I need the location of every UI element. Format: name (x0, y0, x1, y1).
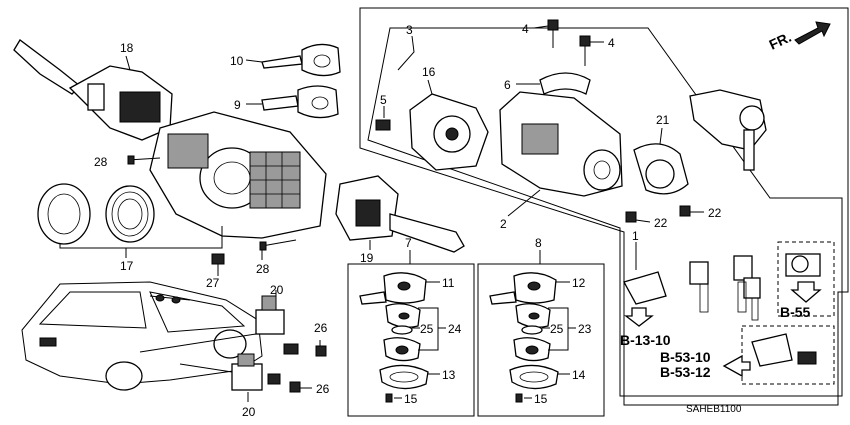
remote-key-12 (489, 272, 557, 305)
ref-arrow-b55 (790, 281, 822, 303)
part-number-26-top: 26 (314, 321, 328, 335)
part-number-4-right: 4 (608, 36, 615, 50)
combination-switch-left (13, 39, 173, 141)
part-number-16: 16 (422, 65, 436, 79)
part-number-25-a: 25 (420, 322, 434, 336)
part-number-6: 6 (504, 78, 511, 92)
part-number-22-left: 22 (654, 216, 668, 230)
part-number-2: 2 (500, 217, 507, 231)
ref-b-53-10: B-53-10 (660, 349, 711, 365)
hatch-cylinder (785, 253, 821, 277)
part-number-11: 11 (442, 276, 455, 290)
shear-bolt-4-left (547, 19, 559, 48)
vehicle-outline (21, 281, 263, 391)
ref-arrow-b53 (722, 354, 751, 378)
key-shell-top-8 (515, 303, 551, 328)
part-number-19: 19 (360, 251, 374, 265)
front-label: FR. (767, 29, 794, 53)
part-number-21: 21 (656, 113, 670, 127)
diagram-code: SAHEB1100 (686, 404, 742, 415)
part-number-3: 3 (406, 23, 413, 37)
part-number-26-bottom: 26 (316, 382, 330, 396)
wiper-switch-19 (335, 175, 465, 253)
part-number-9: 9 (234, 98, 241, 112)
battery-25-a (391, 325, 413, 335)
part-number-28-top: 28 (94, 155, 108, 169)
key-set-lock-box (689, 89, 767, 171)
clamp-6 (539, 72, 591, 95)
part-number-7: 7 (405, 236, 412, 250)
part-number-10: 10 (230, 54, 244, 68)
ref-b-55: B-55 (780, 304, 811, 320)
key-cover-14 (509, 364, 559, 390)
key-box-8 (477, 263, 605, 417)
screw-28-bottom (259, 239, 297, 251)
bolt-27 (211, 253, 225, 265)
blank-key-10 (261, 43, 341, 77)
screw-15-b (515, 393, 523, 403)
key-cluster (689, 255, 761, 321)
part-number-1: 1 (632, 229, 639, 243)
door-cylinder-20-top (255, 295, 299, 355)
part-number-25-b: 25 (550, 322, 564, 336)
key-cover-13 (379, 364, 429, 390)
part-number-5: 5 (380, 93, 387, 107)
screw-22-right (679, 205, 691, 217)
battery-25-b (521, 325, 543, 335)
key-shell-top-7 (385, 303, 421, 328)
screw-15-a (385, 393, 393, 403)
part-number-20-top: 20 (270, 283, 284, 297)
key-shell-bottom-7 (383, 337, 421, 362)
part-number-24: 24 (448, 322, 462, 336)
door-cylinder-20-bottom (231, 353, 281, 391)
key-9 (261, 85, 339, 119)
cylinder-cover-21 (633, 143, 689, 195)
part-number-20-bottom: 20 (242, 405, 256, 419)
b53-dashed-box (741, 325, 835, 385)
ref-b-53-12: B-53-12 (660, 364, 711, 380)
lock-body-1 (623, 271, 667, 305)
b55-dashed-box (777, 241, 835, 317)
part-number-15-b: 15 (534, 392, 548, 406)
part-number-28-bottom: 28 (256, 262, 270, 276)
cable-reel-17b (105, 185, 155, 243)
cable-reel-body (149, 111, 327, 239)
cable-reel-17a (37, 183, 91, 245)
shear-bolt-4-right (579, 35, 591, 66)
key-box-7 (347, 263, 475, 417)
steering-lock-2 (499, 91, 623, 197)
ref-b-13-10: B-13-10 (620, 332, 671, 348)
part-number-14: 14 (572, 368, 586, 382)
door-cylinder-assy (751, 333, 817, 367)
part-number-17: 17 (120, 259, 134, 273)
part-number-8: 8 (535, 236, 542, 250)
ref-arrow-b1310 (624, 307, 654, 327)
part-number-22-right: 22 (708, 206, 722, 220)
part-number-18: 18 (120, 41, 134, 55)
key-shell-bottom-8 (513, 337, 551, 362)
part-number-12: 12 (572, 276, 586, 290)
screw-22-left (625, 211, 637, 223)
bolt-26-top (315, 345, 327, 357)
lock-set-outer-frame (359, 7, 849, 406)
remote-key-11 (359, 272, 427, 305)
part-number-27: 27 (206, 276, 220, 290)
screw-28-top (127, 155, 161, 165)
part-number-15-a: 15 (404, 392, 418, 406)
lock-set-inner-frame (367, 27, 843, 397)
ignition-cylinder-16 (409, 93, 489, 171)
front-direction-arrow: FR. (767, 21, 831, 53)
bolt-5 (375, 119, 391, 131)
bolt-26-bottom (289, 381, 301, 393)
part-number-4-left: 4 (522, 22, 529, 36)
part-number-13: 13 (442, 368, 456, 382)
part-number-23: 23 (578, 322, 592, 336)
